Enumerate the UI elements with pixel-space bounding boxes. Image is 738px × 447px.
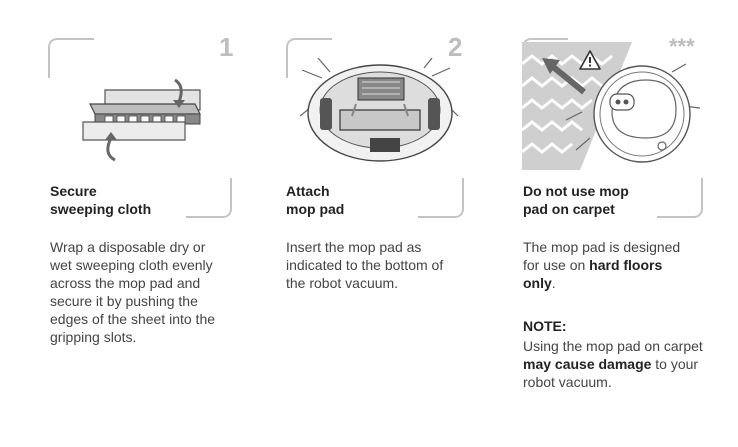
frame-corner-top-left [48,38,94,78]
robot-vacuum-underside-illustration [300,58,459,162]
note-title: NOTE: [523,318,567,334]
frame-corner-top-left [286,38,332,78]
step-secure-sweeping-cloth: 1 Secure sweeping cloth Wrap a disposabl… [0,0,240,447]
step-number: 1 [219,32,234,62]
note-text: Using the mop pad on carpet may cause da… [523,338,703,390]
robot-on-carpet-warning-illustration [522,42,701,170]
frame-corner-bottom-right [657,178,703,218]
step-heading: Secure sweeping cloth [50,183,152,217]
step-number: 2 [448,32,463,62]
step-heading: Attach mop pad [286,183,345,217]
emphasis-damage: may cause damage [523,356,652,372]
warning-triangle-icon [579,50,601,70]
step-do-not-use-on-carpet: *** Do not use mop pad on carp [476,0,738,447]
frame-corner-bottom-right [418,178,464,218]
step-description: Wrap a disposable dry or wet sweeping cl… [50,239,216,345]
emphasis-hard-floors: hard floors only [523,257,663,291]
step-number: *** [669,34,695,59]
step-attach-mop-pad: 2 Attach mop pad Insert the mop pad as i… [240,0,476,447]
mop-pad-cloth-illustration [82,78,201,162]
frame-corner-bottom-right [186,178,232,218]
step-heading: Do not use mop pad on carpet [523,183,629,217]
step-description: Insert the mop pad as indicated to the b… [286,239,444,291]
step-description: The mop pad is designed for use on hard … [523,239,681,291]
